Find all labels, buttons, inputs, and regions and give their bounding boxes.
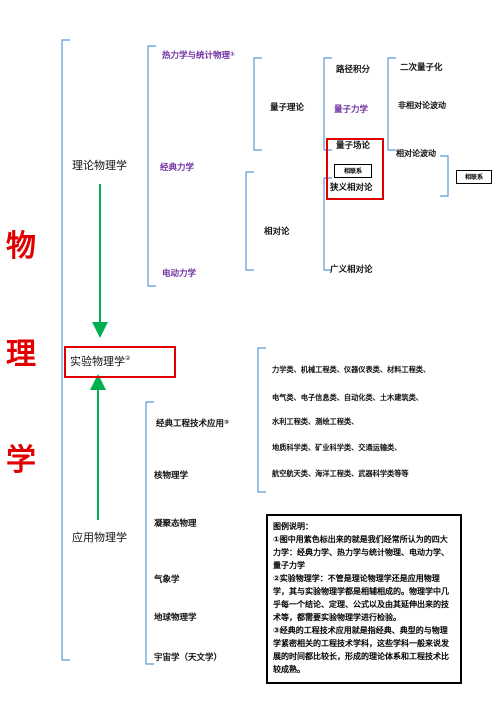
applied-item-engineering: 经典工程技术应用③ [156, 419, 230, 429]
title-char-wu: 物 [6, 229, 36, 264]
title-char-li: 理 [6, 337, 36, 372]
thermo-stat-label: 热力学与统计物理① [162, 51, 236, 61]
classical-mechanics-label: 经典力学 [160, 163, 195, 173]
engineering-line-2: 电气类、电子信息类、自动化类、土木建筑类、 [272, 393, 423, 402]
applied-item-nuclear: 核物理学 [154, 471, 189, 481]
experiment-physics-label: 实验物理学② [70, 355, 131, 368]
quantum-mechanics-label: 量子力学 [334, 105, 369, 115]
rel-fluctuation-label: 相对论波动 [396, 149, 436, 158]
legend-item-2: ②实验物理学：不管是理论物理学还是应用物理学，其与实验物理学都是相辅相成的。物理… [273, 574, 449, 622]
quantum-fluct-bracket [387, 57, 396, 151]
engineering-bracket [257, 347, 266, 493]
relativity-label: 相对论 [264, 227, 290, 237]
engineering-line-3: 水利工程类、测绘工程类、 [272, 417, 359, 426]
quantum-theory-label: 量子理论 [270, 103, 305, 113]
path-integral-label: 路径积分 [336, 65, 371, 75]
legend-item-3: ③经典的工程技术应用就是指经典、典型的与物理学紧密相关的工程技术学科，这些学科一… [273, 626, 449, 674]
legend-title: 图例说明： [273, 522, 313, 531]
legend-item-1: ①图中用紫色标出来的就是我们经常所认为的四大力学：经典力学、热力学与统计物理、电… [273, 535, 449, 570]
title-char-xue: 学 [6, 443, 36, 478]
applied-bracket [145, 401, 154, 665]
experiment-physics-box [64, 346, 176, 378]
relativity-bracket [245, 171, 254, 271]
applied-item-geophysics: 地球物理学 [154, 613, 197, 623]
applied-item-meteorology: 气象学 [154, 575, 180, 585]
theory-bracket [147, 45, 156, 287]
nonrel-fluctuation-label: 非相对论波动 [398, 101, 446, 110]
qft-sr-highlight-box [326, 138, 384, 200]
related-small-box: 相联系 [334, 164, 372, 178]
theory-physics-label: 理论物理学 [72, 159, 127, 172]
special-relativity-label: 狭义相对论 [330, 183, 373, 193]
second-quantization-label: 二次量子化 [400, 63, 443, 73]
related-right-bracket [440, 155, 449, 197]
legend-box: 图例说明： ①图中用紫色标出来的就是我们经常所认为的四大力学：经典力学、热力学与… [266, 514, 462, 684]
engineering-line-1: 力学类、机械工程类、仪器仪表类、材料工程类、 [272, 365, 431, 374]
engineering-line-5: 航空航天类、海洋工程类、武器科学类等等 [272, 469, 409, 478]
main-bracket [61, 39, 70, 661]
general-relativity-label: 广义相对论 [330, 265, 373, 275]
applied-item-cosmology: 宇宙学（天文学） [154, 653, 223, 663]
related-right-box: 相联系 [456, 170, 492, 184]
applied-physics-label: 应用物理学 [72, 531, 127, 544]
electrodynamics-label: 电动力学 [162, 269, 197, 279]
quantum-theory-bracket [253, 57, 262, 151]
quantum-sub-bracket [323, 57, 332, 151]
relativity-sub-bracket [323, 177, 332, 271]
engineering-line-4: 地质科学类、矿业科学类、交通运输类、 [272, 443, 402, 452]
qft-label: 量子场论 [336, 141, 371, 151]
applied-item-condensed: 凝聚态物理 [154, 519, 197, 529]
